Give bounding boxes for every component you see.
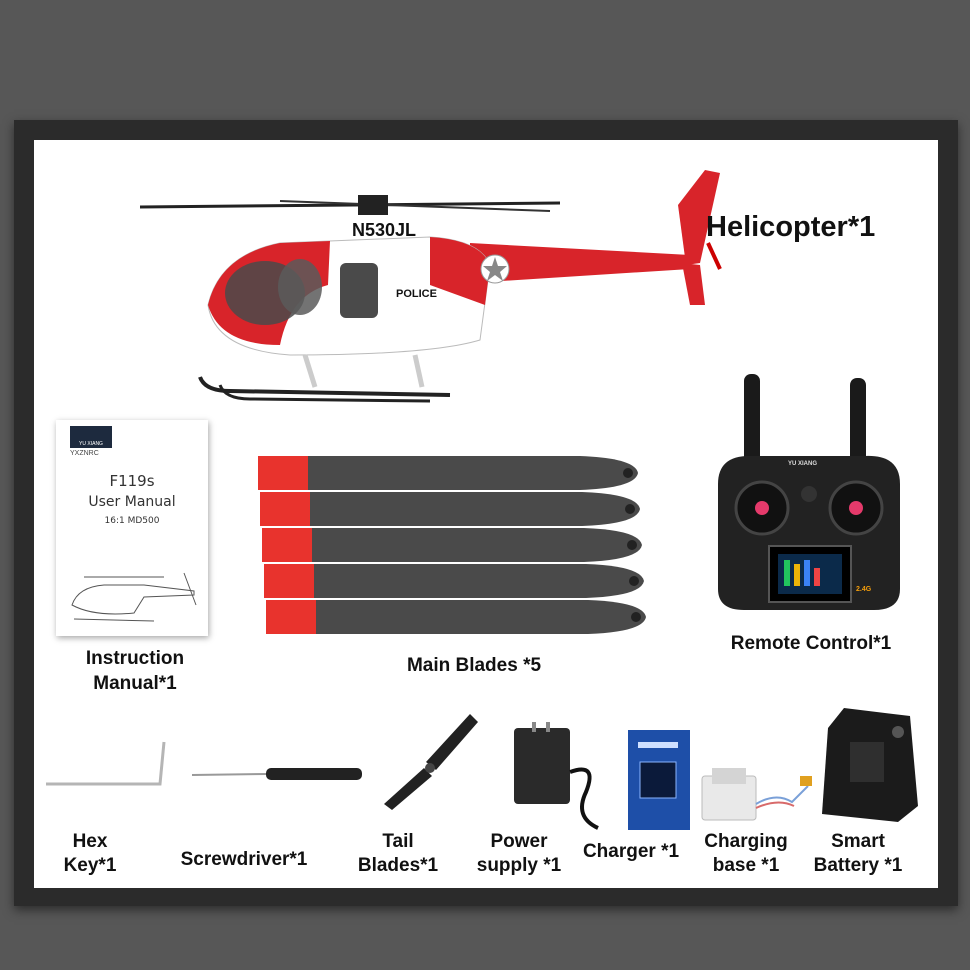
screwdriver-image — [191, 768, 362, 780]
smart-battery-label-line2: Battery *1 — [813, 855, 903, 876]
screwdriver-label: Screwdriver*1 — [180, 849, 308, 870]
manual-label-line1: Instruction — [85, 648, 185, 669]
manual-logo: YU XIANG — [70, 426, 112, 448]
manual-subtitle: User Manual — [88, 494, 176, 510]
hex-key-label-line1: Hex — [72, 831, 108, 852]
charger-image — [628, 730, 690, 830]
smart-battery-image — [822, 708, 918, 822]
helicopter-label: Helicopter*1 — [706, 211, 876, 243]
instruction-manual-image: YU XIANG YXZNRC F119s User Manual 16:1 M… — [56, 420, 208, 636]
main-blade — [260, 492, 640, 526]
helicopter-registration: N530JL — [352, 220, 417, 240]
manual-brand: YXZNRC — [70, 450, 99, 457]
hex-key-image — [46, 741, 166, 786]
main-blade — [262, 528, 642, 562]
charging-base-label-line2: base *1 — [712, 855, 780, 876]
manual-helicopter-sketch — [71, 572, 197, 622]
remote-control-image — [718, 374, 900, 610]
remote-control-label: Remote Control*1 — [730, 633, 892, 654]
charging-base-image — [701, 768, 812, 821]
main-blade — [258, 456, 638, 490]
tail-blades-image — [384, 714, 478, 810]
charging-base-label-line1: Charging — [704, 831, 788, 852]
power-supply-label-line1: Power — [490, 831, 548, 852]
main-blades-label: Main Blades *5 — [406, 655, 542, 676]
tail-blades-label-line1: Tail — [382, 831, 414, 852]
smart-battery-label-line1: Smart — [831, 831, 885, 852]
manual-label-line2: Manual*1 — [93, 673, 177, 694]
remote-brand: YU XIANG — [788, 461, 818, 467]
power-supply-label-line2: supply *1 — [476, 855, 562, 876]
main-blade — [264, 564, 644, 598]
charger-label: Charger *1 — [582, 841, 680, 862]
remote-band: 2.4G — [856, 586, 872, 593]
helicopter-image — [139, 170, 722, 403]
manual-scale: 16:1 MD500 — [104, 516, 160, 526]
manual-model: F119s — [109, 472, 155, 490]
hex-key-label-line2: Key*1 — [63, 855, 117, 876]
helicopter-door-text: POLICE — [396, 288, 437, 300]
manual-logo-text: YU XIANG — [79, 441, 103, 447]
tail-blades-label-line2: Blades*1 — [357, 855, 439, 876]
power-supply-image — [514, 722, 599, 830]
main-blades-image — [258, 456, 646, 634]
main-blade — [266, 600, 646, 634]
